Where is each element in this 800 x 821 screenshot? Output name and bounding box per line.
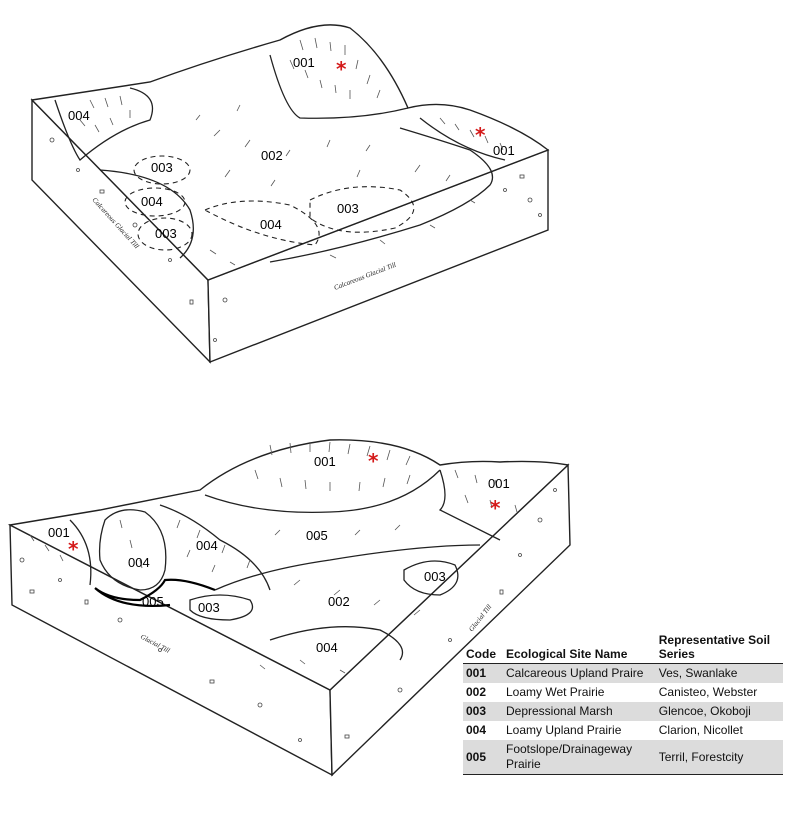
bottom-star-marker-3: *	[68, 537, 79, 561]
legend-header-soil-series: Representative Soil Series	[655, 631, 783, 664]
legend-site-name: Loamy Upland Prairie	[506, 723, 622, 737]
top-label-004-b: 004	[141, 194, 163, 209]
legend-soil-series: Glencoe, Okoboji	[655, 702, 783, 721]
bottom-label-004-a: 004	[196, 538, 218, 553]
legend-row: 002 Loamy Wet Prairie Canisteo, Webster	[463, 683, 783, 702]
legend-soil-series: Clarion, Nicollet	[658, 723, 743, 737]
bottom-label-003-a: 003	[424, 569, 446, 584]
bottom-star-marker-2: *	[490, 496, 501, 520]
top-block-diagram: 001 001 002 003 003 003 004 004 004 * * …	[30, 24, 550, 364]
ecological-site-legend: Code Ecological Site Name Representative…	[463, 631, 783, 775]
legend-header-row: Code Ecological Site Name Representative…	[463, 631, 783, 664]
legend-row: 001 Calcareous Upland Praire Ves, Swanla…	[463, 663, 783, 683]
legend-site-name: Footslope/Drainageway Prairie	[503, 740, 656, 775]
legend-site-name: Loamy Wet Prairie	[506, 685, 605, 699]
top-hatching	[79, 37, 504, 266]
top-star-marker-2: *	[475, 123, 486, 147]
legend-header-code: Code	[463, 631, 503, 664]
bottom-star-marker-1: *	[368, 449, 379, 473]
legend-row: 004 Loamy Upland Prairie Clarion, Nicoll…	[463, 721, 783, 740]
legend-soil-series: Terril, Forestcity	[655, 740, 783, 775]
bottom-hatching	[29, 441, 518, 674]
legend-soil-series: Canisteo, Webster	[658, 685, 758, 699]
legend-header-site-name: Ecological Site Name	[503, 631, 656, 664]
bottom-land-surface	[7, 439, 570, 691]
legend-code: 003	[463, 702, 503, 721]
legend-code: 004	[466, 723, 487, 737]
legend-soil-series: Ves, Swanlake	[655, 663, 783, 683]
bottom-label-002: 002	[328, 594, 350, 609]
top-pebbles	[49, 137, 542, 342]
top-label-001-hill: 001	[293, 55, 315, 70]
top-label-002: 002	[261, 148, 283, 163]
bottom-label-003-b: 003	[198, 600, 220, 615]
bottom-pebbles	[19, 488, 557, 742]
top-label-003-a: 003	[151, 160, 173, 175]
bottom-label-001-left: 001	[48, 525, 70, 540]
legend-row: 005 Footslope/Drainageway Prairie Terril…	[463, 740, 783, 775]
bottom-label-001-right: 001	[488, 476, 510, 491]
top-boundaries	[54, 54, 506, 263]
top-label-001-right: 001	[493, 143, 515, 158]
top-label-004-a: 004	[68, 108, 90, 123]
bottom-block-diagram: 001 001 001 004 004 005 005 003 003 002 …	[7, 439, 571, 777]
legend-code: 005	[463, 740, 503, 775]
top-label-004-c: 004	[260, 217, 282, 232]
legend-site-name: Depressional Marsh	[503, 702, 656, 721]
top-label-003-b: 003	[155, 226, 177, 241]
bottom-boundaries	[69, 469, 501, 661]
bottom-label-005-b: 005	[142, 594, 164, 609]
legend-row: 003 Depressional Marsh Glencoe, Okoboji	[463, 702, 783, 721]
legend-code: 002	[466, 685, 487, 699]
bottom-label-004-c: 004	[316, 640, 338, 655]
bottom-label-004-b: 004	[128, 555, 150, 570]
bottom-label-001-hill: 001	[314, 454, 336, 469]
bottom-label-005-a: 005	[306, 528, 328, 543]
top-star-marker-1: *	[336, 57, 347, 81]
drainage-boundary	[94, 578, 216, 608]
legend-code: 001	[463, 663, 503, 683]
legend-site-name: Calcareous Upland Praire	[503, 663, 656, 683]
top-label-003-c: 003	[337, 201, 359, 216]
